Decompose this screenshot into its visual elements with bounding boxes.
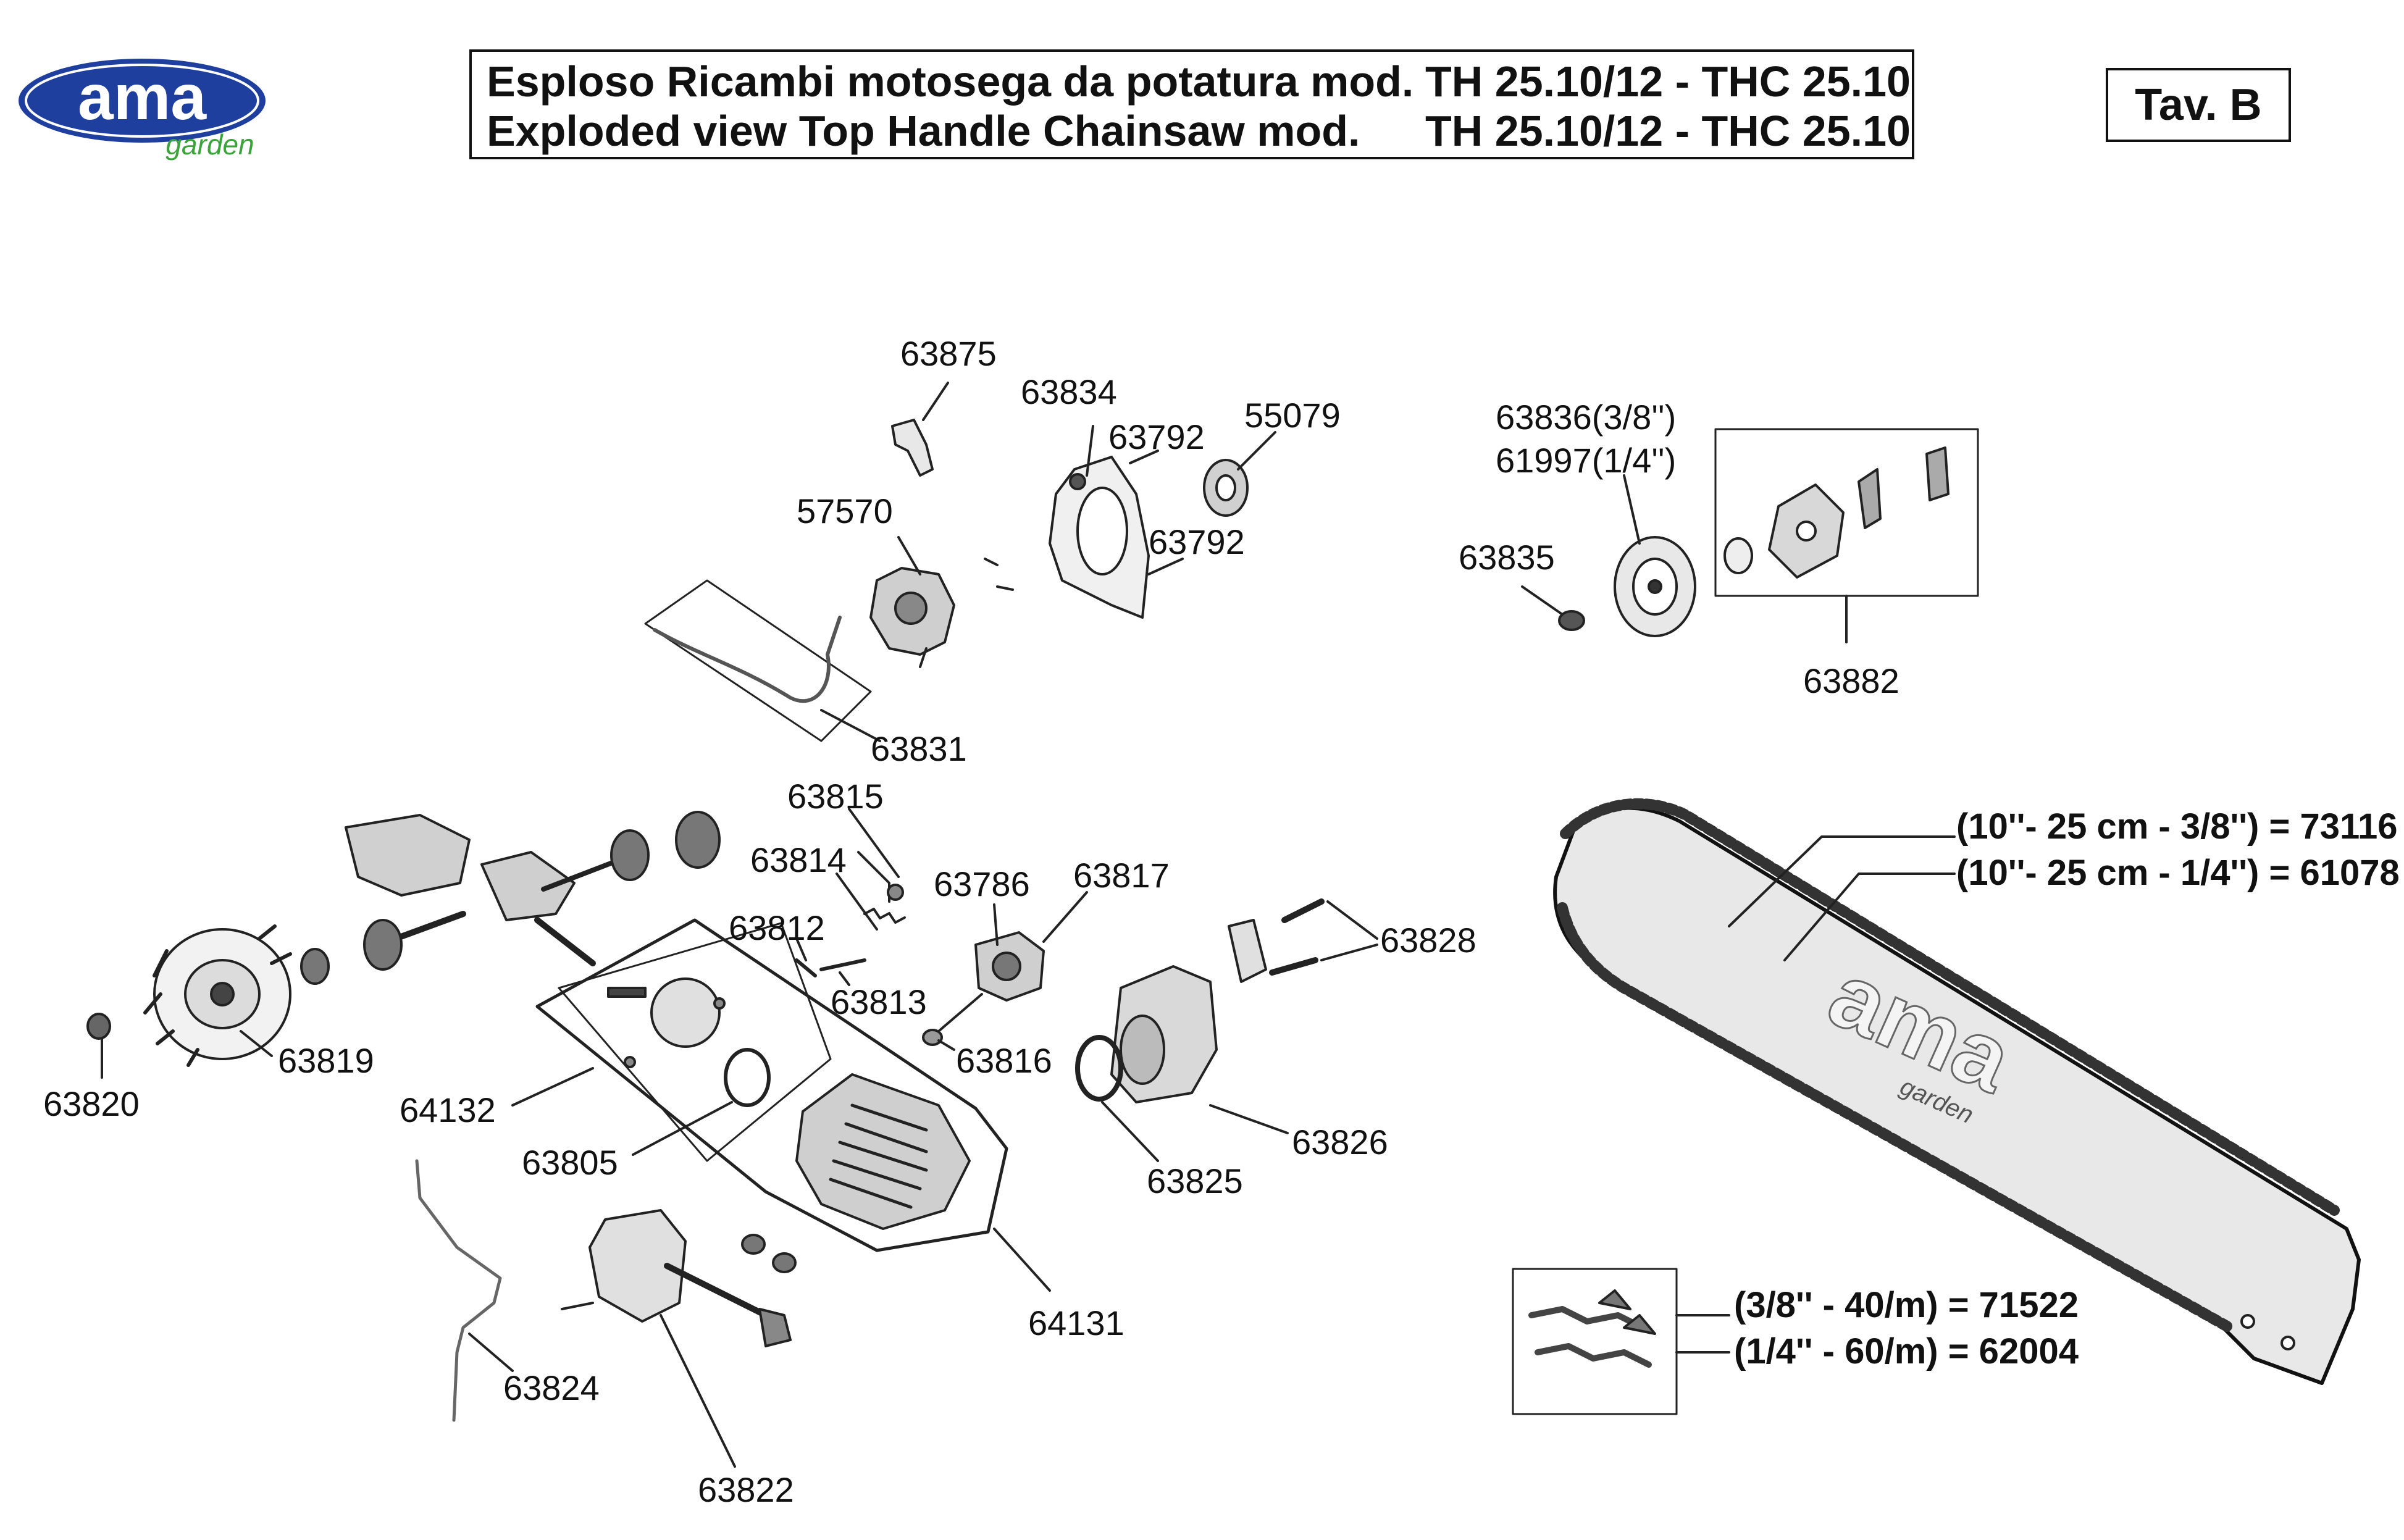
part-63875-clip <box>891 419 934 477</box>
part-63831-oil-hose <box>644 579 872 742</box>
part-63815-linkage <box>857 851 904 903</box>
label-63817: 63817 <box>1073 856 1170 895</box>
label-61997: 61997(1/4'') <box>1496 441 1677 480</box>
title-box: Esploso Ricambi motosega da potatura mod… <box>469 49 1914 159</box>
part-63816-gasket <box>922 993 983 1046</box>
label-63805: 63805 <box>522 1143 618 1182</box>
label-63819: 63819 <box>278 1041 374 1080</box>
label-63814: 63814 <box>750 840 847 879</box>
title-english-model: TH 25.10/12 - THC 25.10 <box>1425 107 1911 155</box>
part-55079-sprocket <box>1203 459 1249 517</box>
part-64131-cylinder <box>795 1073 971 1230</box>
label-63836: 63836(3/8'') <box>1496 398 1677 437</box>
label-63875: 63875 <box>900 334 997 373</box>
part-63822-ignition-coil <box>561 1209 797 1347</box>
title-line-english: Exploded view Top Handle Chainsaw mod. T… <box>487 106 1911 156</box>
label-chain-1-4: (1/4'' - 60/m) = 62004 <box>1734 1331 2079 1371</box>
part-63834-cover-plate <box>1049 456 1150 619</box>
part-63824-wire <box>415 1159 502 1422</box>
table-label-box: Tav. B <box>2106 68 2291 142</box>
title-english-text: Exploded view Top Handle Chainsaw mod. <box>487 107 1360 155</box>
label-63792-lower: 63792 <box>1149 522 1245 561</box>
chain-detail-box <box>1512 1268 1678 1415</box>
label-63822: 63822 <box>698 1470 794 1509</box>
label-63786: 63786 <box>934 864 1030 903</box>
part-63882-clutch-group <box>1723 446 1950 579</box>
label-chain-3-8: (3/8'' - 40/m) = 71522 <box>1734 1285 2079 1325</box>
part-63836-clutch-drum <box>1614 536 1696 637</box>
label-63825: 63825 <box>1147 1161 1243 1200</box>
part-63828-screws <box>1228 898 1325 983</box>
part-63819-flywheel <box>143 924 292 1067</box>
part-57570-oil-pump <box>869 567 955 668</box>
table-label: Tav. B <box>2135 80 2262 130</box>
part-63813-lever <box>819 958 866 971</box>
part-63814-spring <box>863 908 906 924</box>
label-63831: 63831 <box>871 729 967 768</box>
part-64132-piston <box>607 977 726 1068</box>
label-64131: 64131 <box>1028 1304 1125 1342</box>
label-64132: 64132 <box>400 1090 496 1129</box>
label-bar-3-8: (10''- 25 cm - 3/8'') = 73116 <box>1956 806 2398 847</box>
logo-brand: ama <box>78 62 207 133</box>
part-63835-needle-bearing <box>1558 610 1585 631</box>
part-63805-piston-ring <box>724 1048 771 1107</box>
label-63813: 63813 <box>831 982 927 1021</box>
part-63786-carburettor <box>974 931 1045 1002</box>
logo-sub: garden <box>165 128 254 161</box>
part-63826-muffler <box>1110 965 1218 1103</box>
part-crankcase-group <box>300 811 721 985</box>
part-63812-screw <box>795 958 817 977</box>
label-63835: 63835 <box>1459 538 1555 577</box>
label-63816: 63816 <box>956 1041 1052 1080</box>
title-italian-text: Esploso Ricambi motosega da potatura mod… <box>487 57 1414 106</box>
title-line-italian: Esploso Ricambi motosega da potatura mod… <box>487 57 1911 106</box>
label-63826: 63826 <box>1292 1123 1388 1161</box>
part-63820-nut <box>86 1013 111 1040</box>
label-63815: 63815 <box>787 777 884 816</box>
label-63834: 63834 <box>1021 372 1117 411</box>
ama-garden-logo: ama garden <box>19 59 266 161</box>
label-63824: 63824 <box>503 1368 600 1407</box>
label-57570: 57570 <box>797 492 893 530</box>
label-55079: 55079 <box>1244 396 1341 435</box>
guide-bar-assembly <box>1553 798 2361 1385</box>
label-63812: 63812 <box>729 908 825 947</box>
part-64131-cylinder-group-outline <box>535 918 1008 1252</box>
label-63828: 63828 <box>1380 921 1476 960</box>
part-63825-gasket <box>1075 1035 1123 1102</box>
title-italian-model: TH 25.10/12 - THC 25.10 <box>1425 57 1911 106</box>
label-63792-upper: 63792 <box>1108 417 1205 456</box>
chain-detail <box>1528 1289 1656 1368</box>
label-63882: 63882 <box>1803 661 1899 700</box>
label-63820: 63820 <box>43 1084 140 1123</box>
label-bar-1-4: (10''- 25 cm - 1/4'') = 61078 <box>1956 853 2400 893</box>
